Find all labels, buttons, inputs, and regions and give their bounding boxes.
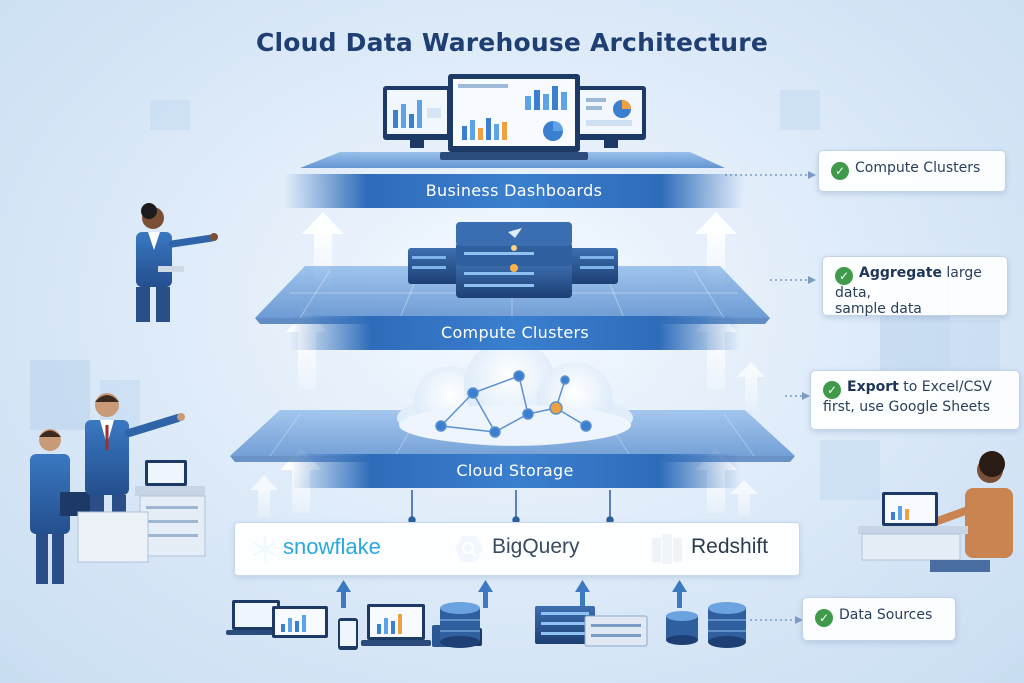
analyst-woman-illustration	[858, 451, 1013, 572]
up-arrow-icon	[730, 480, 758, 517]
data-source-devices	[226, 600, 746, 650]
dashboard-monitor-center	[440, 74, 588, 160]
callout-bold: Export	[847, 379, 899, 395]
up-arrow-icon	[336, 580, 351, 608]
presenter-men-illustration	[30, 393, 206, 584]
up-arrow-icon	[737, 362, 765, 410]
callout-text: large data,	[835, 265, 982, 301]
callout-text-line2: first, use Google Sheets	[823, 399, 991, 415]
layer-label-storage: Cloud Storage	[290, 454, 740, 488]
cloud-icon	[397, 339, 633, 446]
callout-data-sources: ✓ Data Sources	[802, 597, 956, 641]
callout-aggregate: ✓ Aggregate large data, sample data	[822, 256, 1008, 317]
database-icon	[666, 611, 698, 645]
dashboard-monitor-right	[576, 86, 646, 148]
layer-label-dashboards: Business Dashboards	[284, 174, 744, 208]
check-icon: ✓	[831, 162, 849, 180]
callout-text: Compute Clusters	[855, 160, 981, 176]
check-icon: ✓	[835, 267, 853, 285]
server-stack-icon	[456, 222, 572, 298]
vendor-redshift: Redshift	[691, 535, 769, 558]
dashboards-layer	[300, 74, 725, 168]
dashboard-monitor-left	[383, 86, 451, 148]
callout-bold: Aggregate	[859, 265, 942, 281]
vendor-bigquery: BigQuery	[492, 535, 580, 558]
page-title: Cloud Data Warehouse Architecture	[255, 28, 768, 57]
up-arrow-icon	[250, 475, 278, 518]
vendor-snowflake: snowflake	[283, 534, 381, 559]
source-arrows	[336, 580, 687, 608]
network-graph	[435, 370, 592, 438]
up-arrow-icon	[478, 580, 493, 608]
database-icon	[440, 602, 480, 648]
callout-leaders	[725, 174, 808, 621]
check-icon: ✓	[823, 381, 841, 399]
compute-layer	[255, 222, 770, 324]
up-arrow-icon	[575, 580, 590, 608]
layer-label-compute: Compute Clusters	[290, 316, 740, 350]
presenter-woman-illustration	[136, 203, 218, 322]
callout-text-line2: sample data	[835, 301, 922, 317]
background-decoration	[30, 90, 1000, 500]
callout-text: to Excel/CSV	[898, 379, 992, 395]
up-arrow-icon	[672, 580, 687, 608]
warehouse-vendors-bar	[234, 522, 800, 576]
callout-leader-arrowheads	[795, 171, 816, 624]
database-icon	[708, 602, 746, 648]
callout-text: Data Sources	[839, 607, 933, 623]
callout-export: ✓ Export to Excel/CSV first, use Google S…	[810, 370, 1020, 430]
check-icon: ✓	[815, 609, 833, 627]
connector-lines	[408, 490, 614, 524]
callout-compute-clusters: ✓ Compute Clusters	[818, 150, 1006, 192]
